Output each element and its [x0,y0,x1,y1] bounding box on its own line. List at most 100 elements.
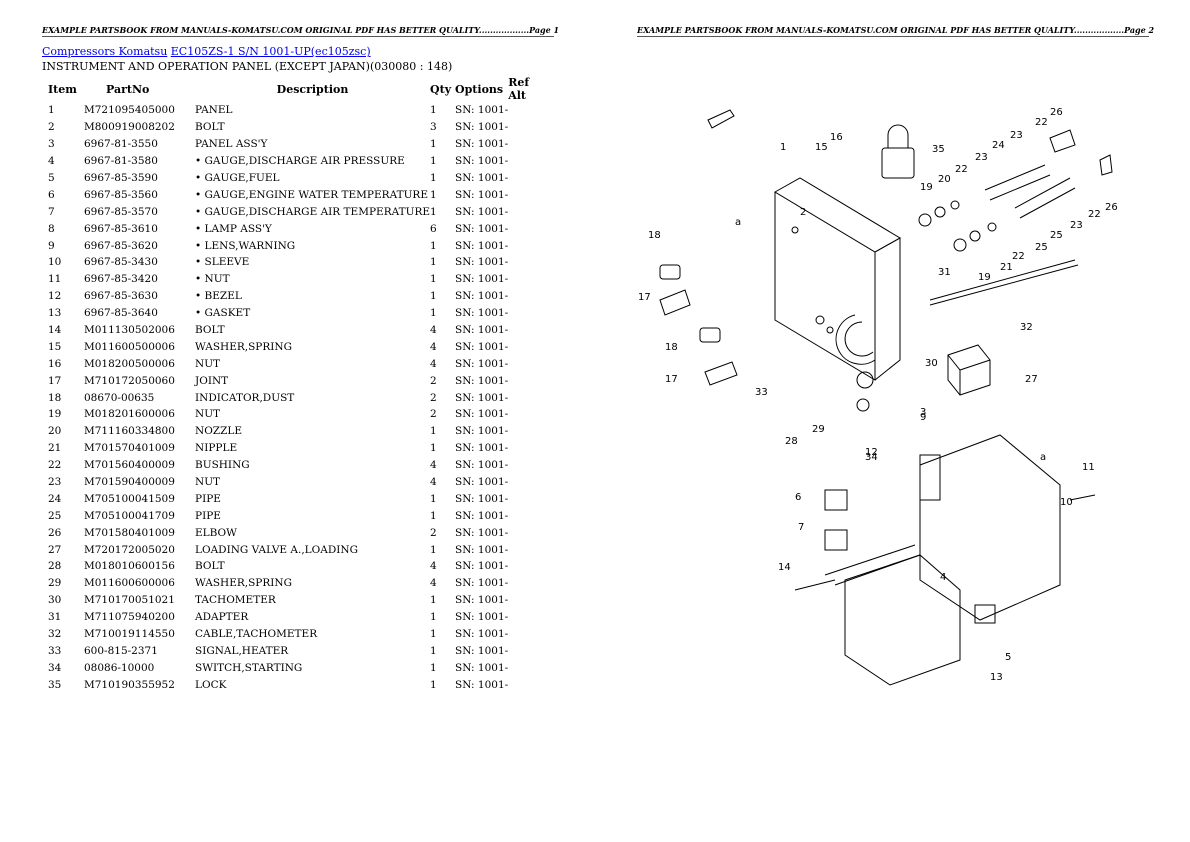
part-refalt [508,490,548,507]
svg-text:13: 13 [990,672,1003,683]
part-refalt [508,457,548,474]
part-qty: 1 [430,205,437,218]
part-description: • GAUGE,ENGINE WATER TEMPERATURE [195,188,428,201]
item-number: 26 [48,526,62,539]
part-options: SN: 1001- [455,577,509,590]
item-number: 25 [48,509,62,522]
part-description: NUT [195,357,221,370]
item-number: 11 [48,273,62,286]
lock-part [881,147,915,179]
part-number: M800919008202 [84,121,175,134]
part-number: 6967-85-3630 [84,290,158,303]
svg-text:a: a [735,217,741,228]
part-refalt [508,423,548,440]
part-number: 600-815-2371 [84,644,158,657]
part-options: SN: 1001- [455,526,509,539]
part-qty: 4 [430,459,437,472]
breadcrumb-link-category[interactable]: Compressors Komatsu [42,45,168,58]
part-options: SN: 1001- [455,560,509,573]
item-number: 35 [48,678,62,691]
svg-text:34: 34 [865,452,878,463]
part-number: M011600500006 [84,340,175,353]
item-number: 2 [48,121,55,134]
part-description: NUT [195,476,221,489]
svg-text:2: 2 [800,207,806,218]
part-qty: 4 [430,476,437,489]
svg-text:14: 14 [778,562,791,573]
svg-text:12: 12 [865,447,878,458]
part-description: BOLT [195,324,225,337]
part-refalt [508,558,548,575]
svg-text:27: 27 [1025,374,1038,385]
part-number: 6967-85-3640 [84,307,158,320]
part-refalt [508,338,548,355]
part-qty: 1 [430,442,437,455]
svg-text:22: 22 [1012,251,1025,262]
dust-indicator-part-1 [659,264,681,280]
item-number: 15 [48,340,62,353]
part-options: SN: 1001- [455,425,509,438]
part-number: M701590400009 [84,476,175,489]
svg-text:25: 25 [1035,242,1048,253]
page-header-1: EXAMPLE PARTSBOOK FROM MANUALS-KOMATSU.C… [42,25,560,37]
col-header-qty: Qty [430,82,452,96]
item-number: 16 [48,357,62,370]
svg-text:18: 18 [665,342,678,353]
breadcrumb-link-model[interactable]: EC105ZS-1 S/N 1001-UP(ec105zsc) [170,45,371,58]
item-number: 34 [48,661,62,674]
part-number: M710019114550 [84,628,175,641]
part-description: NOZZLE [195,425,243,438]
item-number: 22 [48,459,62,472]
part-options: SN: 1001- [455,324,509,337]
part-qty: 4 [430,340,437,353]
part-options: SN: 1001- [455,273,509,286]
upper-panel-face [774,192,876,381]
part-qty: 1 [430,492,437,505]
part-description: PANEL ASS'Y [195,138,268,151]
part-qty: 2 [430,374,437,387]
part-refalt [508,305,548,322]
part-qty: 1 [430,273,437,286]
part-description: SIGNAL,HEATER [195,644,289,657]
part-qty: 1 [430,188,437,201]
part-number: 6967-85-3560 [84,188,158,201]
part-refalt [508,524,548,541]
part-description: • GAUGE,FUEL [195,172,280,184]
part-number: M705100041509 [84,492,175,505]
svg-text:19: 19 [978,272,991,283]
part-qty: 3 [430,121,437,134]
part-qty: 2 [430,526,437,539]
part-qty: 4 [430,357,437,370]
part-options: SN: 1001- [455,172,509,184]
part-number: 6967-81-3580 [84,155,158,168]
item-number: 10 [48,256,62,269]
part-qty: 4 [430,324,437,337]
item-number: 17 [48,374,62,387]
svg-text:20: 20 [938,174,951,185]
item-number: 1 [48,104,55,117]
part-options: SN: 1001- [455,374,509,387]
part-qty: 1 [430,104,437,117]
part-qty: 1 [430,155,437,168]
part-options: SN: 1001- [455,543,509,556]
svg-text:21: 21 [1000,262,1013,273]
svg-text:26: 26 [1050,107,1063,118]
part-description: • LENS,WARNING [195,239,296,252]
svg-text:a: a [1040,452,1046,463]
